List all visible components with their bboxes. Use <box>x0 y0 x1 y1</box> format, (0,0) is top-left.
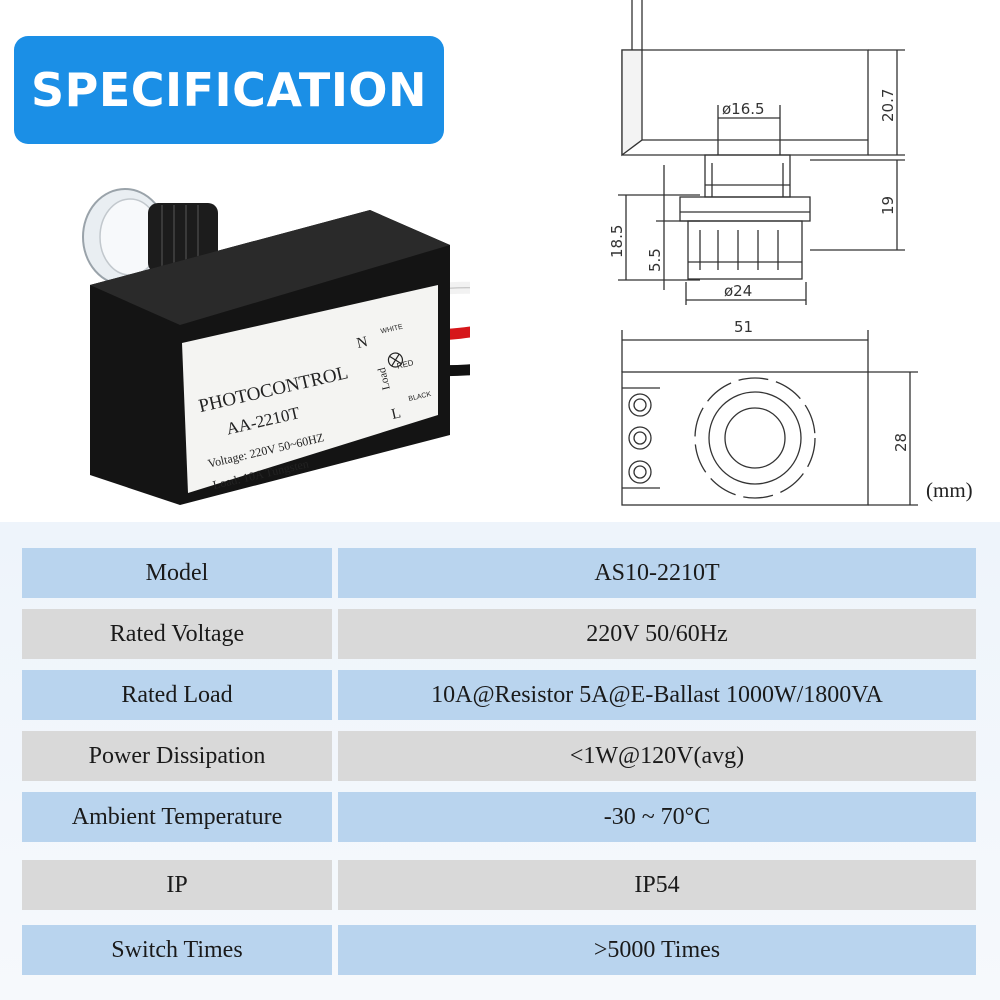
spec-value: -30 ~ 70°C <box>338 792 976 842</box>
spec-row-power-dissipation: Power Dissipation <1W@120V(avg) <box>22 731 976 781</box>
spec-row-switch-times: Switch Times >5000 Times <box>22 925 976 975</box>
spec-label: IP <box>22 860 332 910</box>
spec-label: Model <box>22 548 332 598</box>
spec-value: <1W@120V(avg) <box>338 731 976 781</box>
spec-value: 10A@Resistor 5A@E-Ballast 1000W/1800VA <box>338 670 976 720</box>
dim-thread-height: 19 <box>879 196 897 215</box>
spec-label: Power Dissipation <box>22 731 332 781</box>
spec-row-ambient-temperature: Ambient Temperature -30 ~ 70°C <box>22 792 976 842</box>
unit-label: (mm) <box>926 478 973 502</box>
dim-nut: 5.5 <box>646 248 664 272</box>
spec-value: >5000 Times <box>338 925 976 975</box>
dim-outer-dia: ø24 <box>724 282 752 300</box>
load-label: Load <box>376 366 393 391</box>
specification-badge: SPECIFICATION <box>14 36 444 144</box>
dim-length: 51 <box>734 318 753 336</box>
dim-inner-dia: ø16.5 <box>722 100 765 118</box>
page-title: SPECIFICATION <box>30 63 428 117</box>
spec-value: IP54 <box>338 860 976 910</box>
spec-row-ip: IP IP54 <box>22 860 976 910</box>
spec-label: Rated Load <box>22 670 332 720</box>
spec-value: AS10-2210T <box>338 548 976 598</box>
wire-n-label: N <box>355 334 369 352</box>
product-photo: PHOTOCONTROL AA-2210T Voltage: 220V 50~6… <box>82 188 470 505</box>
wire-l-label: L <box>390 405 403 423</box>
spec-row-rated-load: Rated Load 10A@Resistor 5A@E-Ballast 100… <box>22 670 976 720</box>
dimension-drawing: ø16.5 ø24 51 20.7 19 18.5 5.5 28 <box>608 0 918 506</box>
wire-white-label: WHITE <box>380 324 404 336</box>
spec-label: Switch Times <box>22 925 332 975</box>
wire-red-label: RED <box>396 358 415 371</box>
spec-label: Rated Voltage <box>22 609 332 659</box>
dim-width: 28 <box>892 433 910 452</box>
dim-top-height: 20.7 <box>879 89 897 122</box>
dim-total: 18.5 <box>608 225 626 258</box>
spec-value: 220V 50/60Hz <box>338 609 976 659</box>
spec-row-model: Model AS10-2210T <box>22 548 976 598</box>
spec-row-rated-voltage: Rated Voltage 220V 50/60Hz <box>22 609 976 659</box>
spec-label: Ambient Temperature <box>22 792 332 842</box>
